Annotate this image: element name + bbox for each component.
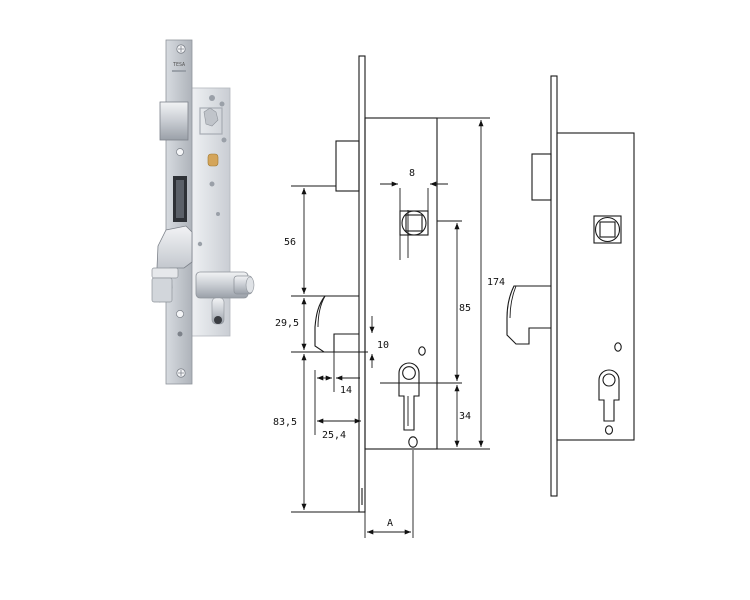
dim-10: 10 <box>377 340 389 351</box>
alt-hook-bolt <box>506 285 551 345</box>
dim-8: 8 <box>409 168 415 179</box>
dim-85: 85 <box>459 303 471 314</box>
drawing-faceplate <box>358 55 366 513</box>
dimension-lines <box>291 117 490 538</box>
lock-case <box>185 87 231 337</box>
alt-latch <box>531 153 552 201</box>
latch-bolt <box>159 101 189 141</box>
drawing-latch <box>335 140 360 192</box>
dim-56: 56 <box>284 237 296 248</box>
dim-A: A <box>387 518 393 529</box>
drawing-small-hole <box>418 346 426 356</box>
dim-29-5: 29,5 <box>275 318 299 329</box>
alt-bottom-hole <box>604 425 614 435</box>
dim-83-5: 83,5 <box>273 417 297 428</box>
brass-spring-icon <box>207 153 219 167</box>
case-screw <box>209 95 215 101</box>
alt-case <box>556 132 635 441</box>
follower-gear <box>199 107 223 135</box>
faceplate-marking: TESA <box>173 62 185 68</box>
dim-34: 34 <box>459 411 471 422</box>
alt-faceplate <box>550 75 558 497</box>
technical-drawing-alt <box>506 75 635 497</box>
dim-25-4: 25,4 <box>322 430 346 441</box>
dim-14: 14 <box>340 385 352 396</box>
alt-follower-outer <box>593 215 622 244</box>
dim-174: 174 <box>487 277 505 288</box>
alt-follower-square <box>599 221 616 238</box>
dimension-labels: 56 29,5 83,5 8 10 14 25,4 85 34 174 A <box>273 168 505 529</box>
technical-drawing-front <box>314 55 438 513</box>
lock-product-illustration: TESA <box>151 39 255 385</box>
cylinder-screw-icon <box>214 316 222 324</box>
drawing-follower-square <box>405 214 423 232</box>
alt-keyhole <box>598 369 620 422</box>
drawing-keyhole <box>398 362 420 431</box>
alt-small-hole <box>614 342 622 352</box>
drawing-case <box>364 117 438 450</box>
drawing-bottom-hole <box>408 436 418 448</box>
